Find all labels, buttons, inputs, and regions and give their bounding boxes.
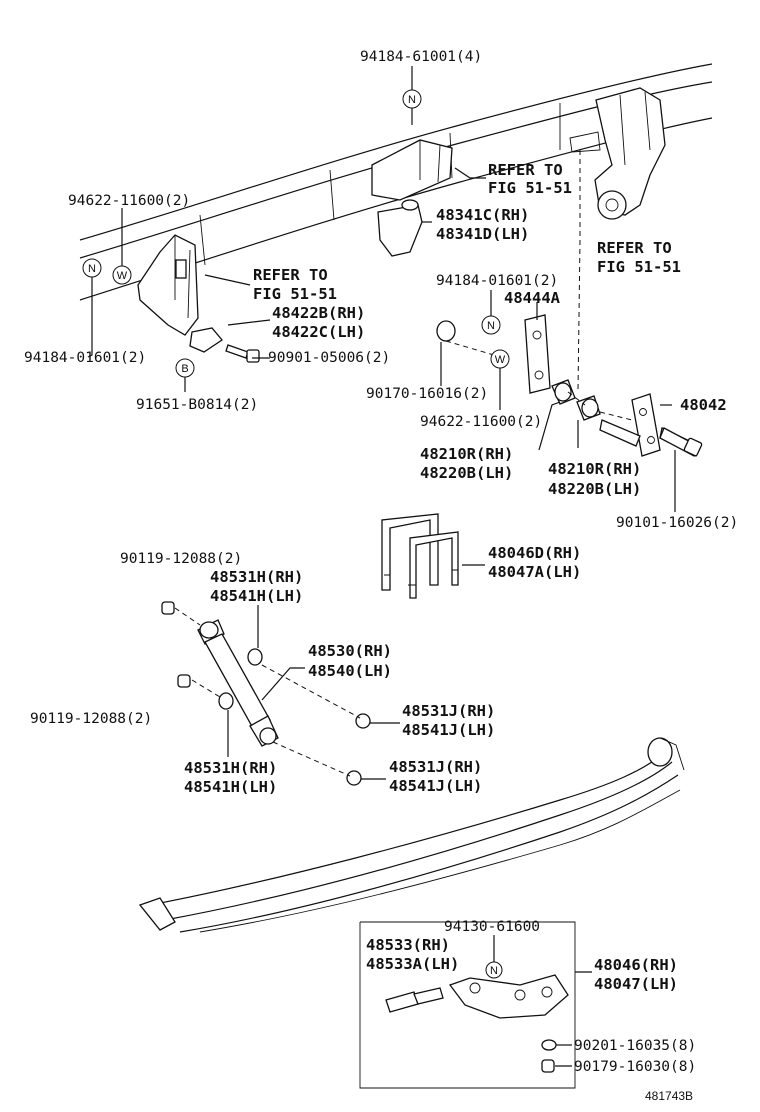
label-48533a: 48533A(LH) xyxy=(366,955,459,973)
label-90119-12088-bottom: 90119-12088(2) xyxy=(30,711,152,727)
label-94622-11600-left: 94622-11600(2) xyxy=(68,193,190,209)
label-48210r-a: 48210R(RH) xyxy=(420,445,513,463)
marker-w-center: W xyxy=(490,349,510,369)
label-48046d: 48046D(RH) xyxy=(488,544,581,562)
label-48210r-b: 48210R(RH) xyxy=(548,460,641,478)
part-labels: 94184-61001(4) REFER TO FIG 51-51 94622-… xyxy=(24,49,738,1103)
label-48531j-top: 48531J(RH) xyxy=(402,702,495,720)
leader-lines xyxy=(87,66,676,1089)
leaf-spring xyxy=(138,737,685,933)
label-90119-12088-top: 90119-12088(2) xyxy=(120,551,242,567)
label-90901-05006: 90901-05006(2) xyxy=(268,350,390,366)
label-48046: 48046(RH) xyxy=(594,956,678,974)
label-48422b: 48422B(RH) xyxy=(272,304,365,322)
label-94184-01601-center: 94184-01601(2) xyxy=(436,273,558,289)
svg-text:B: B xyxy=(181,363,188,375)
label-fig-51-51-3: FIG 51-51 xyxy=(253,285,337,303)
svg-text:N: N xyxy=(490,965,498,977)
label-94130-61600: 94130-61600 xyxy=(444,919,540,935)
u-bolt xyxy=(381,513,459,599)
shackle-plate-inner xyxy=(524,314,551,394)
marker-w-left: W xyxy=(112,265,132,285)
label-94184-61001: 94184-61001(4) xyxy=(360,49,482,65)
shackle-bolt xyxy=(659,427,703,457)
marker-n-top: N xyxy=(402,89,422,109)
label-48533: 48533(RH) xyxy=(366,936,450,954)
label-94184-01601-left: 94184-01601(2) xyxy=(24,350,146,366)
illustration-number: 481743B xyxy=(645,1089,693,1103)
label-48220b-b: 48220B(LH) xyxy=(548,480,641,498)
label-90201-16035: 90201-16035(8) xyxy=(574,1038,696,1054)
label-91651-b0814: 91651-B0814(2) xyxy=(136,397,258,413)
front-spring-hanger xyxy=(137,234,223,353)
label-48541h-top: 48541H(LH) xyxy=(210,587,303,605)
label-refer-to-3: REFER TO xyxy=(253,266,328,284)
spring-seat xyxy=(448,974,569,1019)
marker-n-left: N xyxy=(82,258,102,278)
label-48530: 48530(RH) xyxy=(308,642,392,660)
hanger-bolt xyxy=(225,344,260,363)
label-48422c: 48422C(LH) xyxy=(272,323,365,341)
label-48531h-bottom: 48531H(RH) xyxy=(184,759,277,777)
label-48541j-bottom: 48541J(LH) xyxy=(389,777,482,795)
label-fig-51-51-2: FIG 51-51 xyxy=(597,258,681,276)
label-48541j-top: 48541J(LH) xyxy=(402,721,495,739)
label-fig-51-51-1: FIG 51-51 xyxy=(488,179,572,197)
rear-spring-hanger xyxy=(569,87,666,220)
marker-n-seat: N xyxy=(485,961,503,979)
svg-text:W: W xyxy=(495,354,506,366)
marker-b-left: B xyxy=(175,358,195,378)
label-48220b-a: 48220B(LH) xyxy=(420,464,513,482)
label-48341d: 48341D(LH) xyxy=(436,225,529,243)
label-94622-11600-center: 94622-11600(2) xyxy=(420,414,542,430)
shackle-bushings xyxy=(551,379,601,421)
nut-90170 xyxy=(436,320,456,342)
label-90170-16016: 90170-16016(2) xyxy=(366,386,488,402)
label-refer-to-1: REFER TO xyxy=(488,161,563,179)
label-48047a: 48047A(LH) xyxy=(488,563,581,581)
label-48042: 48042 xyxy=(680,396,727,414)
shock-bushings xyxy=(161,601,371,786)
bound-stopper-bracket xyxy=(371,139,453,257)
svg-text:N: N xyxy=(88,263,96,275)
label-refer-to-2: REFER TO xyxy=(597,239,672,257)
svg-text:N: N xyxy=(408,94,416,106)
label-48541h-bottom: 48541H(LH) xyxy=(184,778,277,796)
label-48531h-top: 48531H(RH) xyxy=(210,568,303,586)
label-90179-16030: 90179-16030(8) xyxy=(574,1059,696,1075)
spring-seat-stud xyxy=(385,987,444,1013)
svg-text:N: N xyxy=(487,320,495,332)
label-48047: 48047(LH) xyxy=(594,975,678,993)
marker-n-center: N xyxy=(481,315,501,335)
nut-washer-small xyxy=(541,1039,557,1073)
label-48341c: 48341C(RH) xyxy=(436,206,529,224)
label-48531j-bottom: 48531J(RH) xyxy=(389,758,482,776)
label-48444a: 48444A xyxy=(504,289,561,307)
label-48540: 48540(LH) xyxy=(308,662,392,680)
label-90101-16026: 90101-16026(2) xyxy=(616,515,738,531)
svg-text:W: W xyxy=(117,270,128,282)
shock-absorber xyxy=(197,619,279,747)
